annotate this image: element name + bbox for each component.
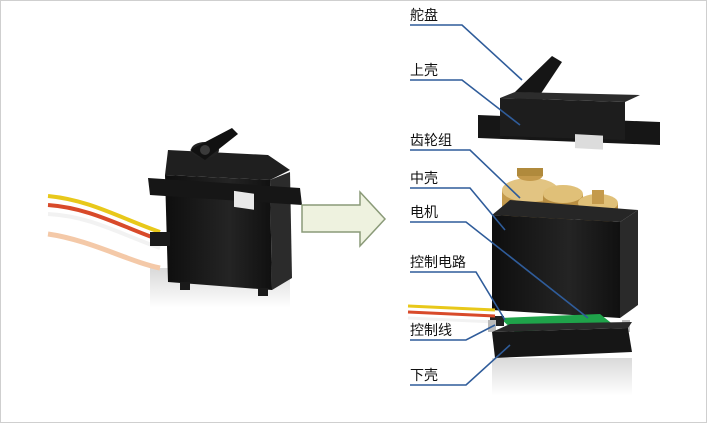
label-control-wire: 控制线 (410, 323, 452, 339)
label-middle-case: 中壳 (410, 170, 438, 187)
middle-case-part (492, 200, 638, 318)
leader-lines (410, 24, 589, 386)
leader-lower-case (410, 344, 511, 386)
label-gear-set: 齿轮组 (410, 133, 452, 149)
leader-motor (410, 221, 589, 319)
label-upper-case: 上壳 (410, 62, 438, 79)
assembled-wires (47, 194, 161, 271)
label-control-circuit: 控制电路 (410, 255, 466, 271)
leader-upper-case (410, 79, 521, 126)
leader-horn (410, 24, 523, 81)
lower-case-part (492, 322, 632, 396)
label-lower-case: 下壳 (410, 367, 438, 384)
label-horn: 舵盘 (410, 7, 438, 24)
leader-gear-set (410, 149, 521, 199)
upper-case-part (478, 92, 660, 150)
assembled-flange (148, 178, 302, 205)
leader-control-circuit (410, 271, 506, 321)
assembled-servo (47, 128, 302, 308)
right-arrow (301, 190, 387, 248)
leader-control-wire (410, 324, 496, 341)
exploded-servo (407, 56, 660, 396)
assembled-horn (190, 128, 238, 160)
leader-middle-case (410, 187, 506, 231)
assembled-label (234, 190, 254, 210)
label-motor: 电机 (410, 205, 438, 221)
